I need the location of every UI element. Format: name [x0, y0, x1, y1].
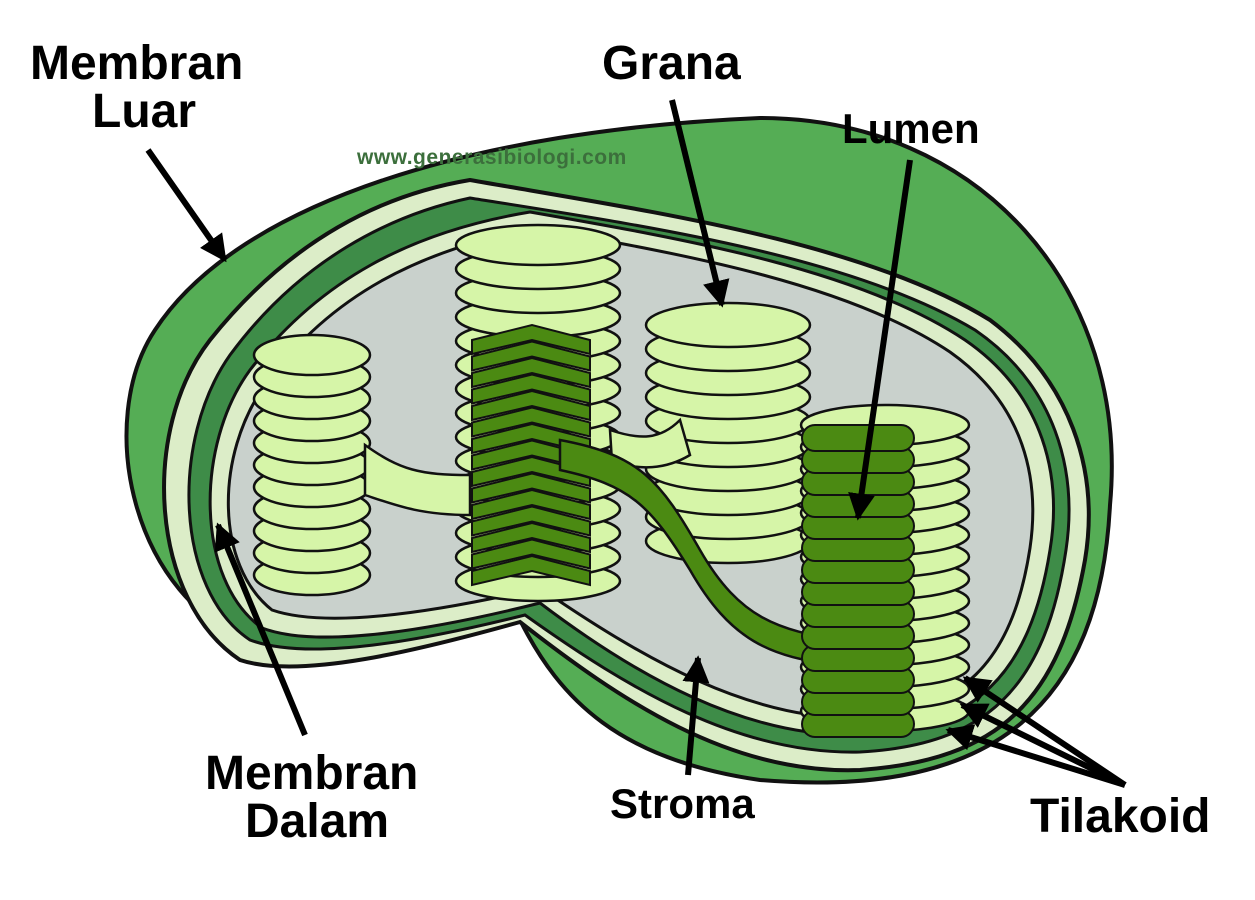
label-inner-membrane: Membran Dalam [205, 750, 418, 846]
cut-thylakoid [471, 323, 591, 356]
watermark: www.generasibiologi.com [357, 146, 627, 169]
label-inner-membrane-line1: Membran [205, 747, 419, 800]
label-outer-membrane: Membran Luar [30, 40, 243, 136]
cut-thylakoid [471, 538, 591, 570]
cut-thylakoid [471, 340, 591, 372]
cut-thylakoid [471, 406, 591, 438]
arrow-stroma [682, 655, 710, 776]
arrow-outer-membrane [145, 148, 228, 263]
pointer-arrows [145, 99, 1127, 788]
arrow-inner-membrane [214, 522, 308, 737]
arrow-thylakoid-2 [959, 702, 1127, 788]
label-inner-membrane-line2: Dalam [245, 795, 390, 848]
granum-center-disc [454, 223, 622, 267]
arrow-grana [669, 99, 730, 308]
label-grana: Grana [602, 37, 741, 90]
cut-thylakoid [471, 455, 591, 488]
cut-thylakoid-stack [471, 323, 591, 587]
cut-thylakoid [471, 521, 591, 554]
granum-right-disc [644, 301, 812, 349]
cut-thylakoid [471, 389, 591, 422]
cut-thylakoid [471, 554, 591, 587]
thylakoid-stack-dark [801, 424, 915, 738]
label-lumen: Lumen [842, 105, 980, 152]
cut-thylakoid [471, 505, 591, 537]
arrow-thylakoid-3 [945, 724, 1126, 788]
cut-thylakoid [471, 356, 591, 389]
label-stroma: Stroma [610, 780, 755, 827]
cut-thylakoid [471, 472, 591, 504]
thylakoid-dark [801, 424, 915, 452]
arrow-thylakoid-1 [962, 675, 1127, 788]
granum-left-disc [252, 333, 372, 377]
label-thylakoid: Tilakoid [1030, 790, 1211, 843]
label-outer-membrane-line2: Luar [92, 85, 197, 138]
cut-thylakoid [471, 373, 591, 405]
stroma-lamella-left [363, 442, 472, 517]
arrow-lumen [848, 159, 913, 521]
label-outer-membrane-line1: Membran [30, 37, 244, 90]
cut-thylakoid [471, 488, 591, 521]
